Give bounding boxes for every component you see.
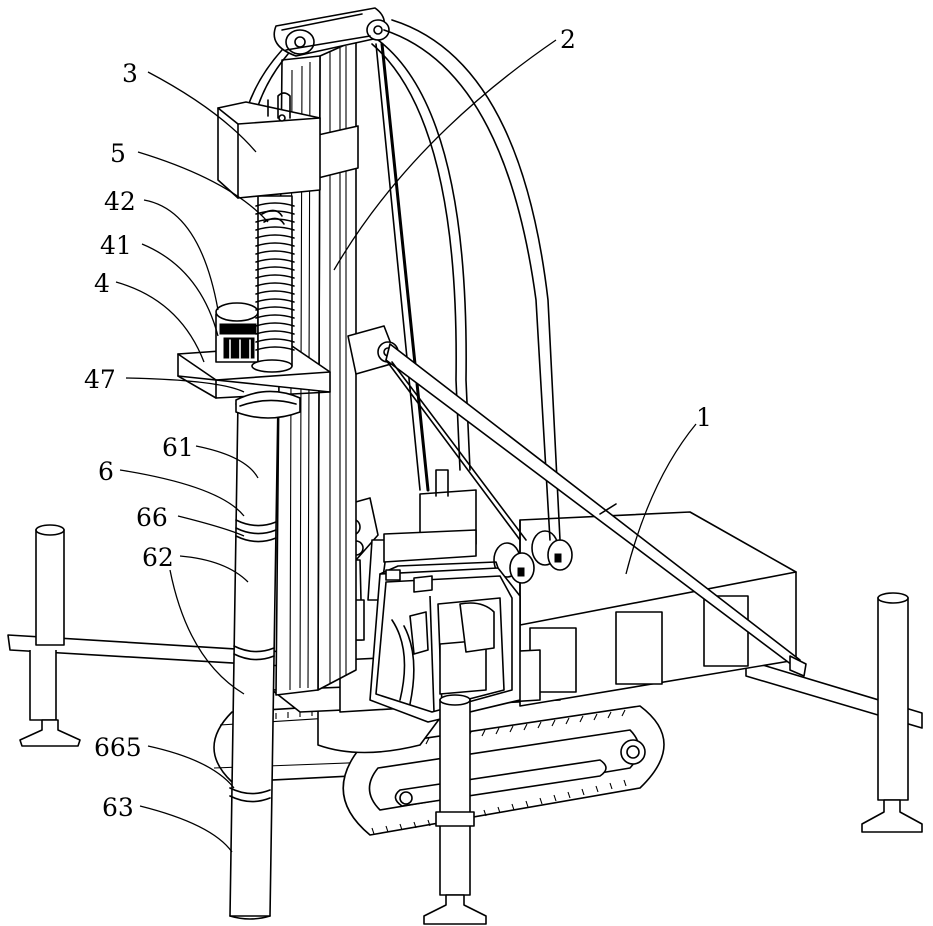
engine-block [384, 470, 476, 562]
ref-61: 61 [162, 433, 194, 462]
leader-62b [170, 570, 244, 694]
crown-block [274, 8, 389, 56]
ref-6: 6 [98, 457, 114, 486]
ref-665: 665 [94, 733, 142, 762]
ref-5: 5 [110, 139, 126, 168]
ref-66: 66 [136, 503, 168, 532]
drive-motor [216, 303, 258, 362]
ref-62: 62 [142, 543, 174, 572]
ref-63: 63 [102, 793, 134, 822]
leader-66 [178, 516, 244, 536]
ref-47: 47 [84, 365, 116, 394]
ref-2: 2 [560, 25, 576, 54]
ref-41: 41 [100, 231, 132, 260]
ref-1: 1 [696, 403, 712, 432]
ref-42: 42 [104, 187, 136, 216]
ref-3: 3 [122, 59, 138, 88]
leader-63 [140, 806, 232, 852]
leader-4 [116, 282, 204, 362]
spring-assembly [252, 196, 294, 372]
ref-4: 4 [94, 269, 110, 298]
leader-42 [144, 200, 218, 310]
